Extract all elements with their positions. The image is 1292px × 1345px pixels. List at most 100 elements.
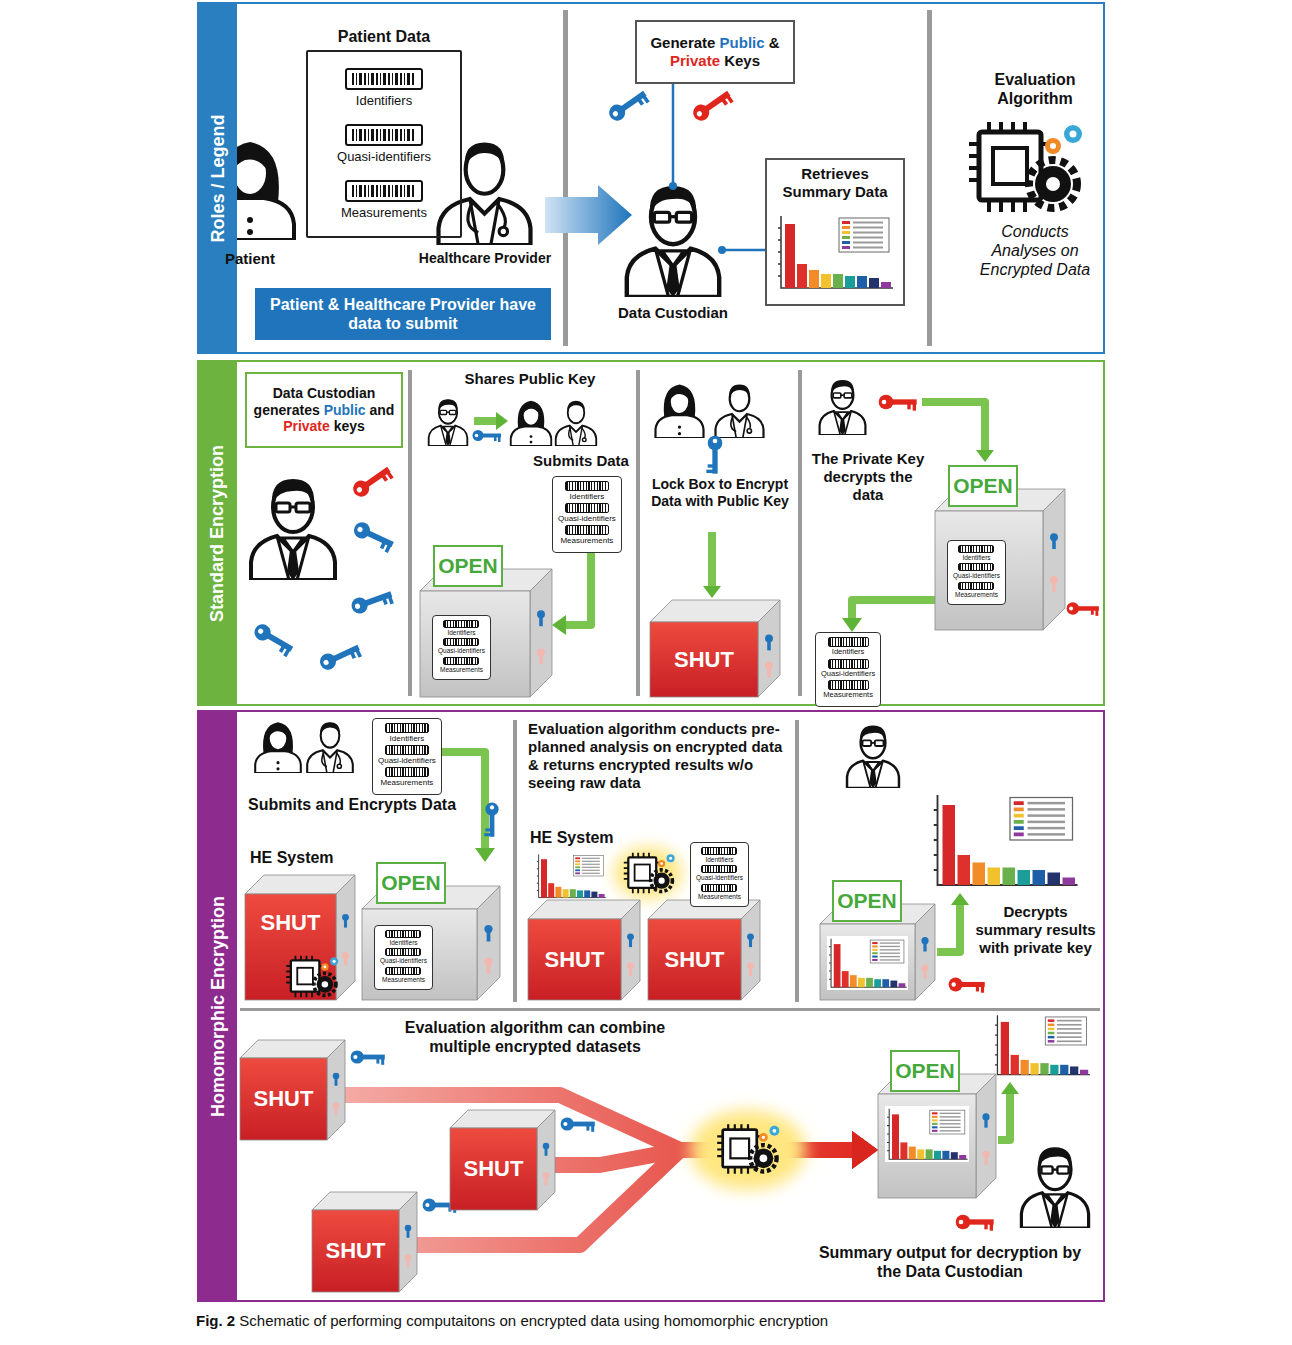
keyhole xyxy=(344,955,347,965)
barcode-icon xyxy=(443,638,479,646)
flow-arrow xyxy=(474,417,498,425)
box-state: SHUT xyxy=(674,647,734,673)
annotation: Evaluation Algorithm xyxy=(995,71,1076,107)
arrow-head xyxy=(842,618,862,632)
barcode-icon xyxy=(345,68,423,90)
annotation: Conducts Analyses on Encrypted Data xyxy=(980,223,1090,278)
field-label: Measurements xyxy=(440,666,483,673)
data-card: IdentifiersQuasi-identifiersMeasurements xyxy=(432,615,491,680)
custodian-figure xyxy=(251,479,335,580)
annotation: Summary output for decryption by the Dat… xyxy=(819,1244,1081,1280)
label-wrap: Lock Box to Encrypt Data with Public Key xyxy=(648,476,792,510)
annotation: Patient xyxy=(225,250,275,267)
locked-box: SHUT xyxy=(650,600,780,697)
cube-front xyxy=(362,909,477,1000)
annotation: Lock Box to Encrypt Data with Public Key xyxy=(651,476,789,509)
open-box: OPENIdentifiersQuasi-identifiersMeasurem… xyxy=(935,465,1065,630)
field-label: Quasi-identifiers xyxy=(821,670,875,679)
cube-side xyxy=(399,1192,417,1292)
heading-wrap: Patient Data xyxy=(278,28,490,46)
cube-side xyxy=(976,1074,996,1198)
field-label: Measurements xyxy=(380,778,433,787)
barcode-icon xyxy=(958,563,994,571)
barcode-icon xyxy=(701,884,737,892)
arrow-head xyxy=(852,1131,878,1169)
keyhole xyxy=(923,941,926,952)
keyhole xyxy=(335,1076,338,1086)
private-key xyxy=(879,395,917,411)
field-label: Identifiers xyxy=(832,648,865,657)
shut-face: SHUT xyxy=(450,1128,537,1210)
patient-figure xyxy=(255,722,301,773)
label-wrap: HE System xyxy=(250,848,370,867)
band-title: Homomorphic Encryption xyxy=(208,895,229,1116)
data-item: Measurements xyxy=(341,180,427,221)
field-label: Quasi-identifiers xyxy=(378,756,436,765)
chip-icon xyxy=(969,122,1082,212)
barcode-icon xyxy=(385,967,421,975)
caption-wrap: Fig. 2 Schematic of performing computait… xyxy=(196,1312,1286,1330)
private-key xyxy=(690,87,734,125)
private-key xyxy=(949,978,985,993)
annotation: Submits Data xyxy=(533,452,629,469)
separator xyxy=(795,720,799,1002)
shut-face: SHUT xyxy=(650,622,758,697)
provider-figure xyxy=(716,385,764,438)
band-title-bar: Standard Encryption xyxy=(199,362,237,704)
cube-side xyxy=(530,569,552,697)
box-state: OPEN xyxy=(953,474,1013,498)
keyhole xyxy=(749,966,752,976)
data-group-box: Patient DataIdentifiersQuasi-identifiers… xyxy=(306,50,462,238)
process-box: Retrieves Summary Data xyxy=(765,158,905,306)
arrow-head xyxy=(703,586,721,598)
field-label: Measurements xyxy=(560,536,613,545)
open-box: OPENIdentifiersQuasi-identifiersMeasurem… xyxy=(420,545,552,697)
glow xyxy=(690,1110,806,1190)
label-wrap: HE System xyxy=(530,828,650,847)
barcode-icon xyxy=(385,767,429,777)
keyhole xyxy=(545,1176,548,1186)
keyhole xyxy=(487,962,491,974)
cube-front xyxy=(648,919,741,1000)
section-band: Roles / LegendPatient DataIdentifiersQua… xyxy=(197,2,1105,354)
cube-side xyxy=(741,900,760,1000)
box-state: OPEN xyxy=(381,871,441,895)
public-key xyxy=(251,621,296,657)
open-sign: OPEN xyxy=(832,880,902,922)
cube-side xyxy=(336,875,355,1000)
arrow-head xyxy=(496,412,508,430)
leader-dot xyxy=(718,246,726,254)
separator xyxy=(240,1008,1100,1011)
label-wrap: Evaluation algorithm conducts pre-planne… xyxy=(528,720,790,792)
field-label: Identifiers xyxy=(389,939,417,946)
annotation: Evaluation algorithm can combine multipl… xyxy=(405,1019,666,1055)
cube-front xyxy=(312,1210,399,1292)
figure-caption: Fig. 2 Schematic of performing computait… xyxy=(196,1312,828,1329)
label-wrap: The Private Key decrypts the data xyxy=(806,450,930,504)
barcode-icon xyxy=(385,930,421,938)
group-heading: Patient Data xyxy=(338,28,430,45)
cube-front xyxy=(878,1094,976,1198)
patient-figure xyxy=(656,385,704,438)
data-card: IdentifiersQuasi-identifiersMeasurements xyxy=(552,476,622,553)
bar-chart xyxy=(930,790,1080,890)
bar-chart xyxy=(993,1012,1092,1078)
process-box: Data Custodian generates Public and Priv… xyxy=(245,372,403,448)
public-key xyxy=(706,436,722,474)
arrow-head xyxy=(976,450,994,462)
barcode-icon xyxy=(958,545,994,553)
leader-line xyxy=(672,84,675,184)
cube-side xyxy=(621,900,640,1000)
keyhole xyxy=(487,929,491,941)
keyhole xyxy=(407,1228,410,1238)
provider-figure xyxy=(307,722,353,773)
keyhole xyxy=(984,1117,987,1128)
public-key xyxy=(561,1117,595,1131)
separator xyxy=(563,10,568,346)
locked-box: SHUT xyxy=(648,900,760,1000)
label-wrap: Patient xyxy=(195,250,305,268)
label-wrap: Submits and Encrypts Data xyxy=(248,795,478,814)
label-wrap: Shares Public Key xyxy=(430,370,630,388)
keyhole xyxy=(923,968,926,979)
data-item: Identifiers xyxy=(345,68,423,109)
